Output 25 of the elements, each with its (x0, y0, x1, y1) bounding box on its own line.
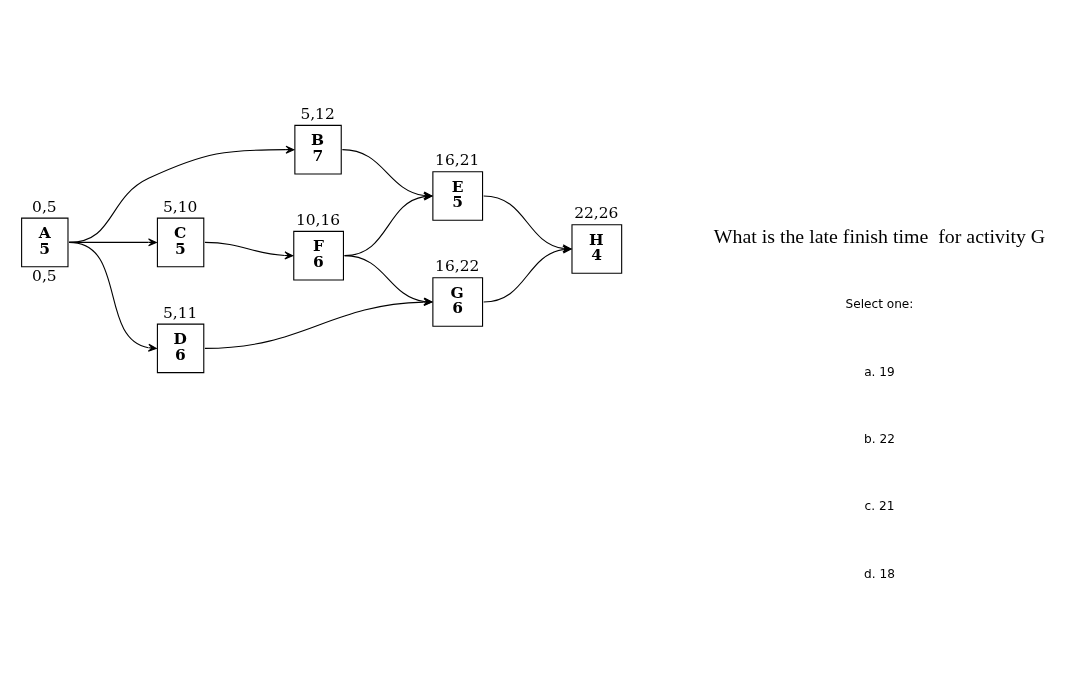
node-label: 22,26 (574, 204, 619, 223)
node-label: 5,12 (300, 104, 335, 123)
arrow (68, 241, 157, 352)
node-box: C 5 (156, 217, 205, 268)
node-box: H 4 (571, 224, 623, 274)
label: a. 19 (864, 364, 895, 379)
label: What is the late finish time for activity G (713, 224, 1046, 247)
arrow (204, 241, 294, 260)
node-label: 10,16 (295, 210, 341, 229)
label: c. 21 (864, 499, 895, 514)
node-label: 0,5 (32, 267, 57, 286)
label: d. 18 (864, 566, 895, 581)
node-box: A 5 (21, 217, 69, 268)
label: Select one: (845, 297, 914, 312)
label: b. 22 (864, 432, 895, 447)
node-label: 0,5 (32, 197, 57, 216)
node-label: 5,11 (162, 303, 198, 322)
node-box: G 6 (432, 277, 484, 327)
node-box: D 6 (156, 323, 205, 374)
node-box: B 7 (294, 124, 342, 175)
node-label: 16,22 (435, 257, 480, 276)
node-box: E 5 (432, 171, 484, 221)
node-label: 5,10 (162, 197, 198, 216)
node-box: F 6 (293, 230, 344, 281)
node-label: 16,21 (435, 151, 480, 170)
